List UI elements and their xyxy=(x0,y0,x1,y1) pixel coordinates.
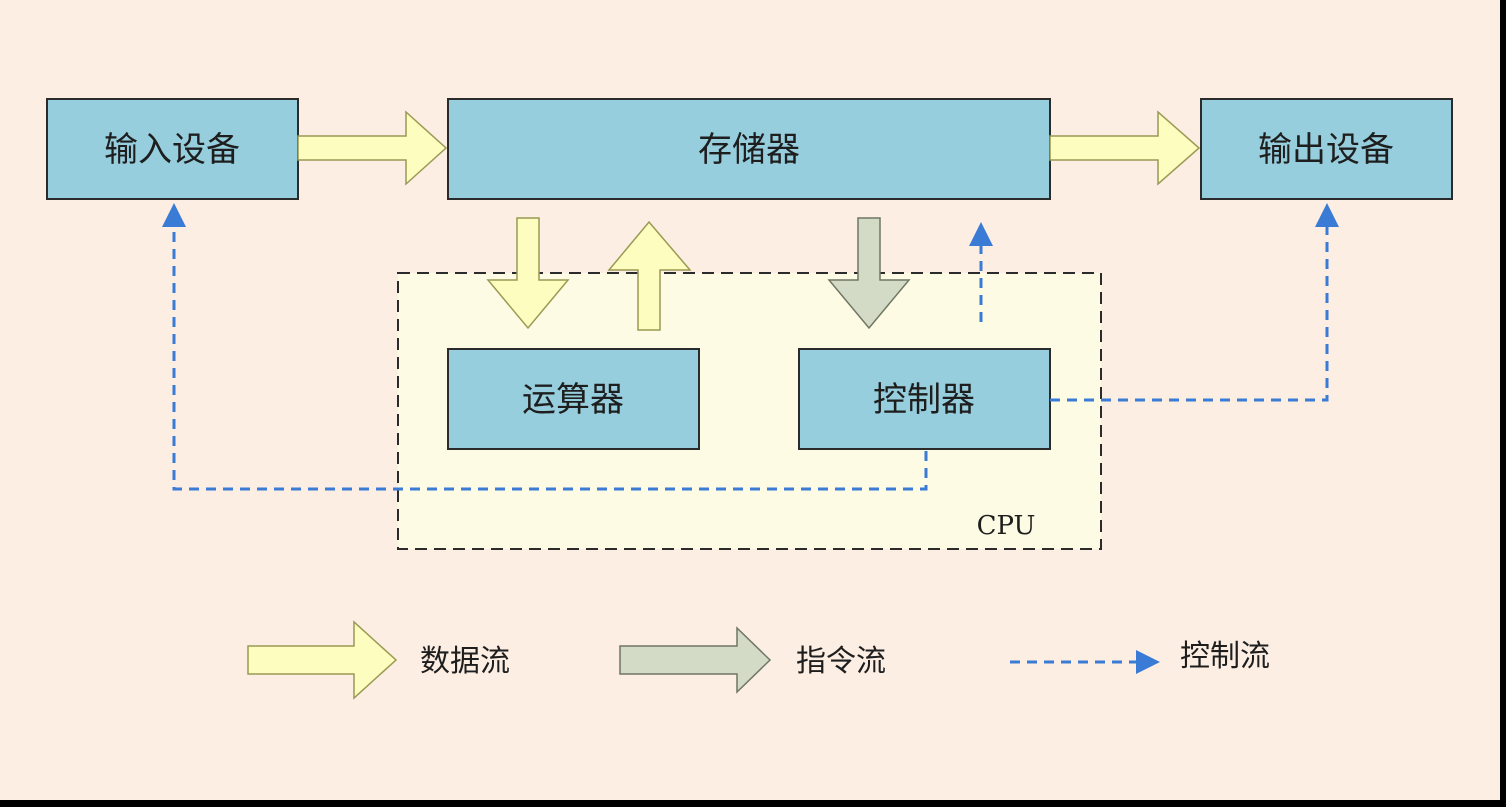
node-controller-label: 控制器 xyxy=(873,380,975,420)
node-memory-label: 存储器 xyxy=(698,130,800,170)
edge-controller-to-input-arrowhead xyxy=(162,203,186,227)
node-alu-label: 运算器 xyxy=(522,380,624,420)
node-output: 输出设备 xyxy=(1200,98,1453,200)
legend-control-flow-arrowhead xyxy=(1136,650,1160,674)
edge-controller-to-input xyxy=(172,218,928,491)
node-alu: 运算器 xyxy=(447,348,700,450)
edge-controller-to-output-arrowhead xyxy=(1315,203,1339,227)
node-controller: 控制器 xyxy=(798,348,1051,450)
legend-data-flow-arrow xyxy=(247,620,398,700)
legend-data-flow-label: 数据流 xyxy=(420,644,510,679)
edge-memory-to-output xyxy=(1049,110,1201,186)
edge-memory-to-controller xyxy=(827,217,911,330)
node-input: 输入设备 xyxy=(46,98,299,200)
legend-instruction-flow-label: 指令流 xyxy=(796,644,886,679)
edge-alu-to-memory xyxy=(607,220,692,331)
edge-controller-to-memory-arrowhead xyxy=(969,222,993,246)
node-memory: 存储器 xyxy=(447,98,1051,200)
legend-instruction-flow-arrow xyxy=(619,626,772,694)
legend: 数据流 指令流 控制流 xyxy=(247,620,1270,700)
legend-control-flow-label: 控制流 xyxy=(1180,639,1270,674)
cpu-label: CPU xyxy=(977,511,1036,541)
node-input-label: 输入设备 xyxy=(104,130,240,170)
node-output-label: 输出设备 xyxy=(1258,130,1394,170)
edge-memory-to-alu xyxy=(486,217,570,330)
edge-controller-to-output xyxy=(1050,218,1329,402)
edge-input-to-memory xyxy=(297,110,448,186)
